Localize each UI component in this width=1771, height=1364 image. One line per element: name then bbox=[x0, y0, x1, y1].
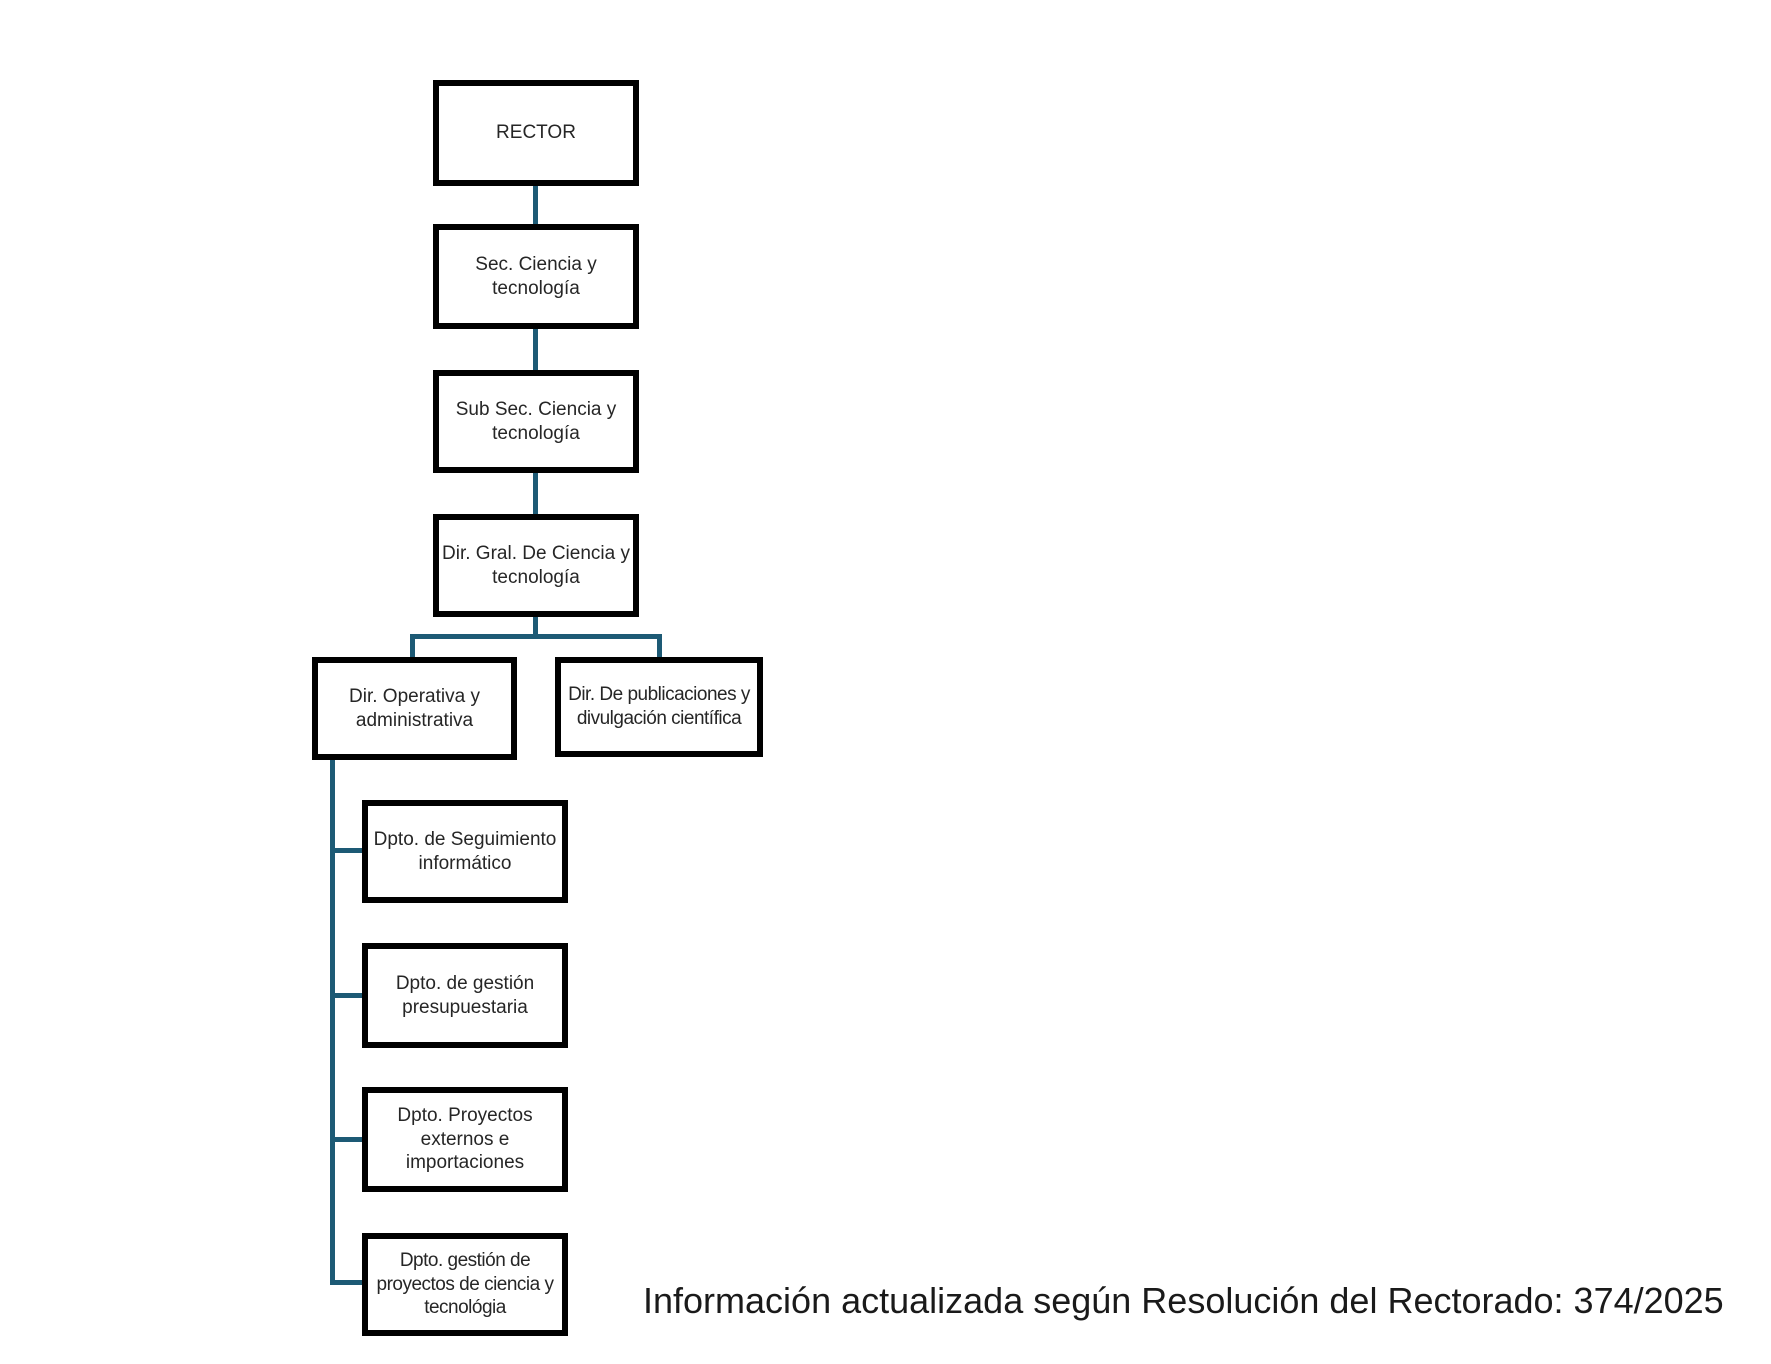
connector-stub-proyectos bbox=[330, 1137, 362, 1142]
org-node-dir-publicaciones-label: Dir. De publicaciones y divulgación cien… bbox=[568, 684, 750, 729]
org-node-dpto-seguimiento: Dpto. de Seguimiento informático bbox=[362, 800, 568, 903]
update-caption: Información actualizada según Resolución… bbox=[643, 1280, 1724, 1321]
connector-drop-left bbox=[410, 634, 415, 657]
org-node-dir-operativa-label: Dir. Operativa y administrativa bbox=[349, 685, 480, 731]
org-node-subsec-ciencia-tecnologia: Sub Sec. Ciencia y tecnología bbox=[433, 370, 639, 473]
org-node-dpto-presupuestaria-label: Dpto. de gestión presupuestaria bbox=[395, 972, 535, 1018]
org-node-dirgral-label: Dir. Gral. De Ciencia y tecnología bbox=[442, 542, 630, 588]
org-node-subsec-label: Sub Sec. Ciencia y tecnología bbox=[455, 398, 617, 444]
connector-branch-horizontal bbox=[410, 634, 662, 639]
connector-sec-to-subsec bbox=[533, 329, 538, 370]
org-node-dpto-gestion-proyectos-label: Dpto. gestión de proyectos de ciencia y … bbox=[376, 1249, 555, 1319]
org-node-dir-publicaciones: Dir. De publicaciones y divulgación cien… bbox=[555, 657, 763, 757]
connector-stub-seguimiento bbox=[330, 848, 362, 853]
org-node-sec-label: Sec. Ciencia y tecnología bbox=[475, 253, 597, 299]
org-node-dpto-seguimiento-label: Dpto. de Seguimiento informático bbox=[373, 828, 557, 874]
connector-drop-right bbox=[657, 634, 662, 657]
connector-subsec-to-dirgral bbox=[533, 473, 538, 514]
org-node-sec-ciencia-tecnologia: Sec. Ciencia y tecnología bbox=[433, 224, 639, 329]
org-node-dpto-gestion-proyectos: Dpto. gestión de proyectos de ciencia y … bbox=[362, 1233, 568, 1336]
org-node-dpto-proyectos-label: Dpto. Proyectos externos e importaciones bbox=[397, 1104, 533, 1174]
connector-rector-to-sec bbox=[533, 186, 538, 224]
org-node-rector: RECTOR bbox=[433, 80, 639, 186]
org-node-dir-operativa: Dir. Operativa y administrativa bbox=[312, 657, 517, 760]
org-node-dir-gral-ciencia-tecnologia: Dir. Gral. De Ciencia y tecnología bbox=[433, 514, 639, 617]
connector-stub-presupuestaria bbox=[330, 993, 362, 998]
connector-dirgral-stem bbox=[533, 617, 538, 639]
connector-trunk-vertical bbox=[330, 760, 335, 1285]
org-node-dpto-proyectos-externos: Dpto. Proyectos externos e importaciones bbox=[362, 1087, 568, 1192]
org-node-dpto-presupuestaria: Dpto. de gestión presupuestaria bbox=[362, 943, 568, 1048]
org-node-rector-label: RECTOR bbox=[496, 122, 576, 144]
connector-stub-gestion-proyectos bbox=[330, 1280, 362, 1285]
